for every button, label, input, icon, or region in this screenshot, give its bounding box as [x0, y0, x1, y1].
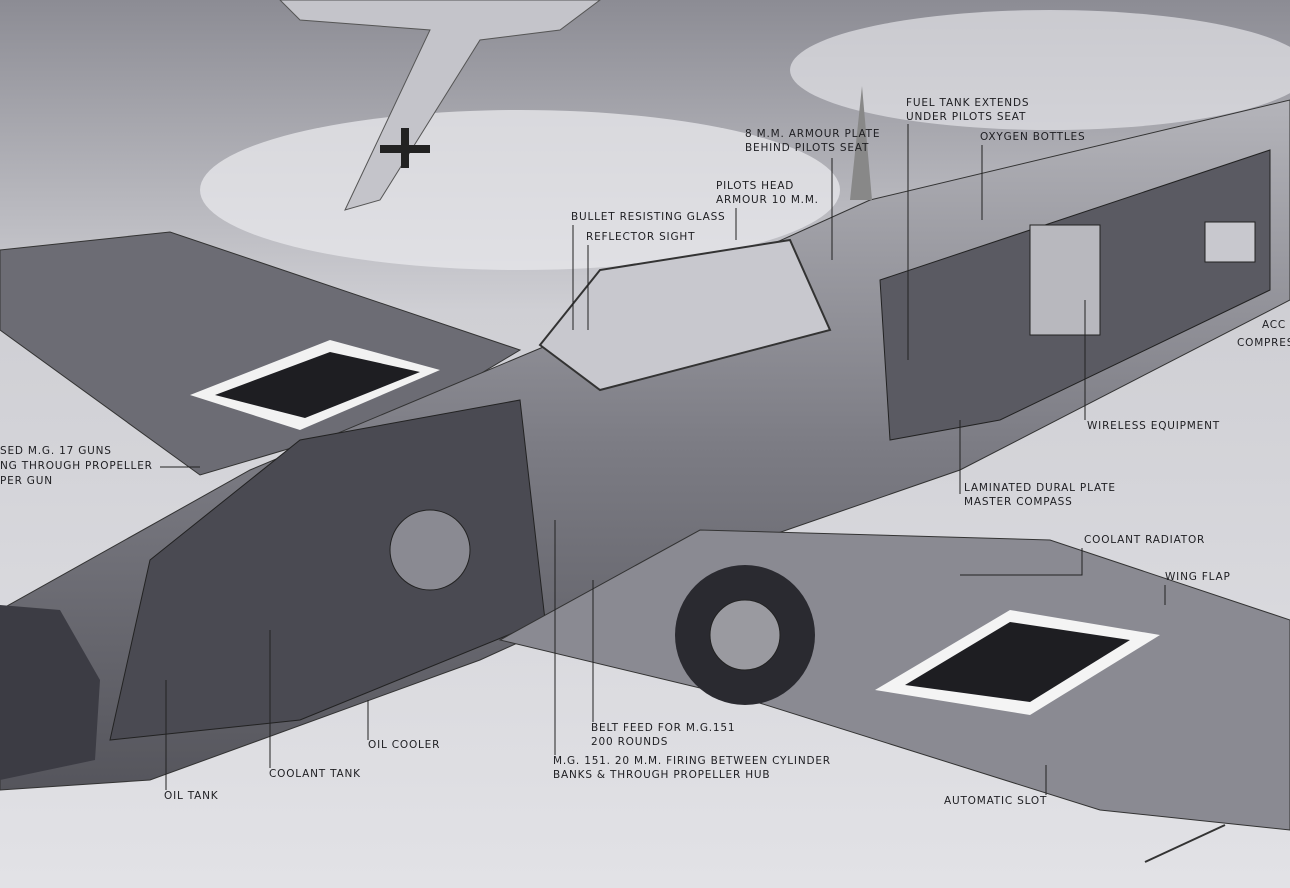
label-automatic-slot: AUTOMATIC SLOT — [944, 795, 1048, 807]
label-fuel-tank: FUEL TANK EXTENDS UNDER PILOTS SEAT — [906, 96, 1029, 124]
label-line: LAMINATED DURAL PLATE — [964, 482, 1116, 494]
label-line: NG THROUGH PROPELLER — [0, 460, 153, 472]
compressor — [1204, 221, 1256, 263]
label-mg151-cannon: M.G. 151. 20 M.M. FIRING BETWEEN CYLINDE… — [553, 754, 831, 782]
label-line: PILOTS HEAD — [716, 180, 795, 192]
label-coolant-tank: COOLANT TANK — [269, 768, 361, 780]
label-line: M.G. 151. 20 M.M. FIRING BETWEEN CYLINDE… — [553, 755, 831, 767]
label-line: SED M.G. 17 GUNS — [0, 445, 112, 457]
wheel-hub — [709, 599, 781, 671]
label-accumulator: ACC — [1262, 319, 1287, 331]
label-line: 200 ROUNDS — [591, 736, 669, 748]
label-line: MASTER COMPASS — [964, 496, 1073, 508]
wing-cross — [215, 352, 420, 418]
label-line: UNDER PILOTS SEAT — [906, 111, 1027, 123]
label-line: BELT FEED FOR M.G.151 — [591, 722, 736, 734]
label-line: FUEL TANK EXTENDS — [906, 97, 1030, 109]
pitot-tube — [1144, 824, 1226, 863]
label-wireless-equipment: WIRELESS EQUIPMENT — [1087, 420, 1220, 432]
label-bullet-resisting-glass: BULLET RESISTING GLASS — [571, 211, 726, 223]
label-oil-tank: OIL TANK — [164, 790, 219, 802]
label-line: PER GUN — [0, 475, 53, 487]
cloud — [200, 110, 840, 270]
leader-lines — [160, 124, 1166, 795]
label-oxygen-bottles: OXYGEN BOTTLES — [980, 131, 1086, 143]
label-head-armour: PILOTS HEAD ARMOUR 10 M.M. — [716, 179, 819, 207]
antenna-mast — [850, 86, 872, 200]
balkenkreuz-small — [380, 128, 430, 168]
wing-cross — [905, 622, 1130, 702]
spinner — [0, 605, 100, 780]
label-mg17-guns: SED M.G. 17 GUNS NG THROUGH PROPELLER PER … — [0, 444, 153, 489]
label-wing-flap: WING FLAP — [1165, 571, 1231, 583]
cloud — [790, 10, 1290, 130]
wireless-equipment — [1029, 224, 1101, 336]
label-line: BANKS & THROUGH PROPELLER HUB — [553, 769, 771, 781]
label-oil-cooler: OIL COOLER — [368, 739, 441, 751]
label-dural-compass: LAMINATED DURAL PLATE MASTER COMPASS — [964, 481, 1116, 509]
label-reflector-sight: REFLECTOR SIGHT — [586, 231, 696, 243]
label-line: BEHIND PILOTS SEAT — [745, 142, 870, 154]
label-line: 8 M.M. ARMOUR PLATE — [745, 128, 881, 140]
label-coolant-radiator: COOLANT RADIATOR — [1084, 534, 1206, 546]
label-line: ARMOUR 10 M.M. — [716, 194, 819, 206]
canopy — [538, 238, 832, 392]
label-compressor: COMPRES — [1237, 337, 1290, 349]
supercharger — [389, 509, 471, 591]
label-armour-plate: 8 M.M. ARMOUR PLATE BEHIND PILOTS SEAT — [745, 127, 880, 155]
background-aircraft — [279, 0, 601, 211]
label-belt-feed: BELT FEED FOR M.G.151 200 ROUNDS — [591, 721, 735, 749]
